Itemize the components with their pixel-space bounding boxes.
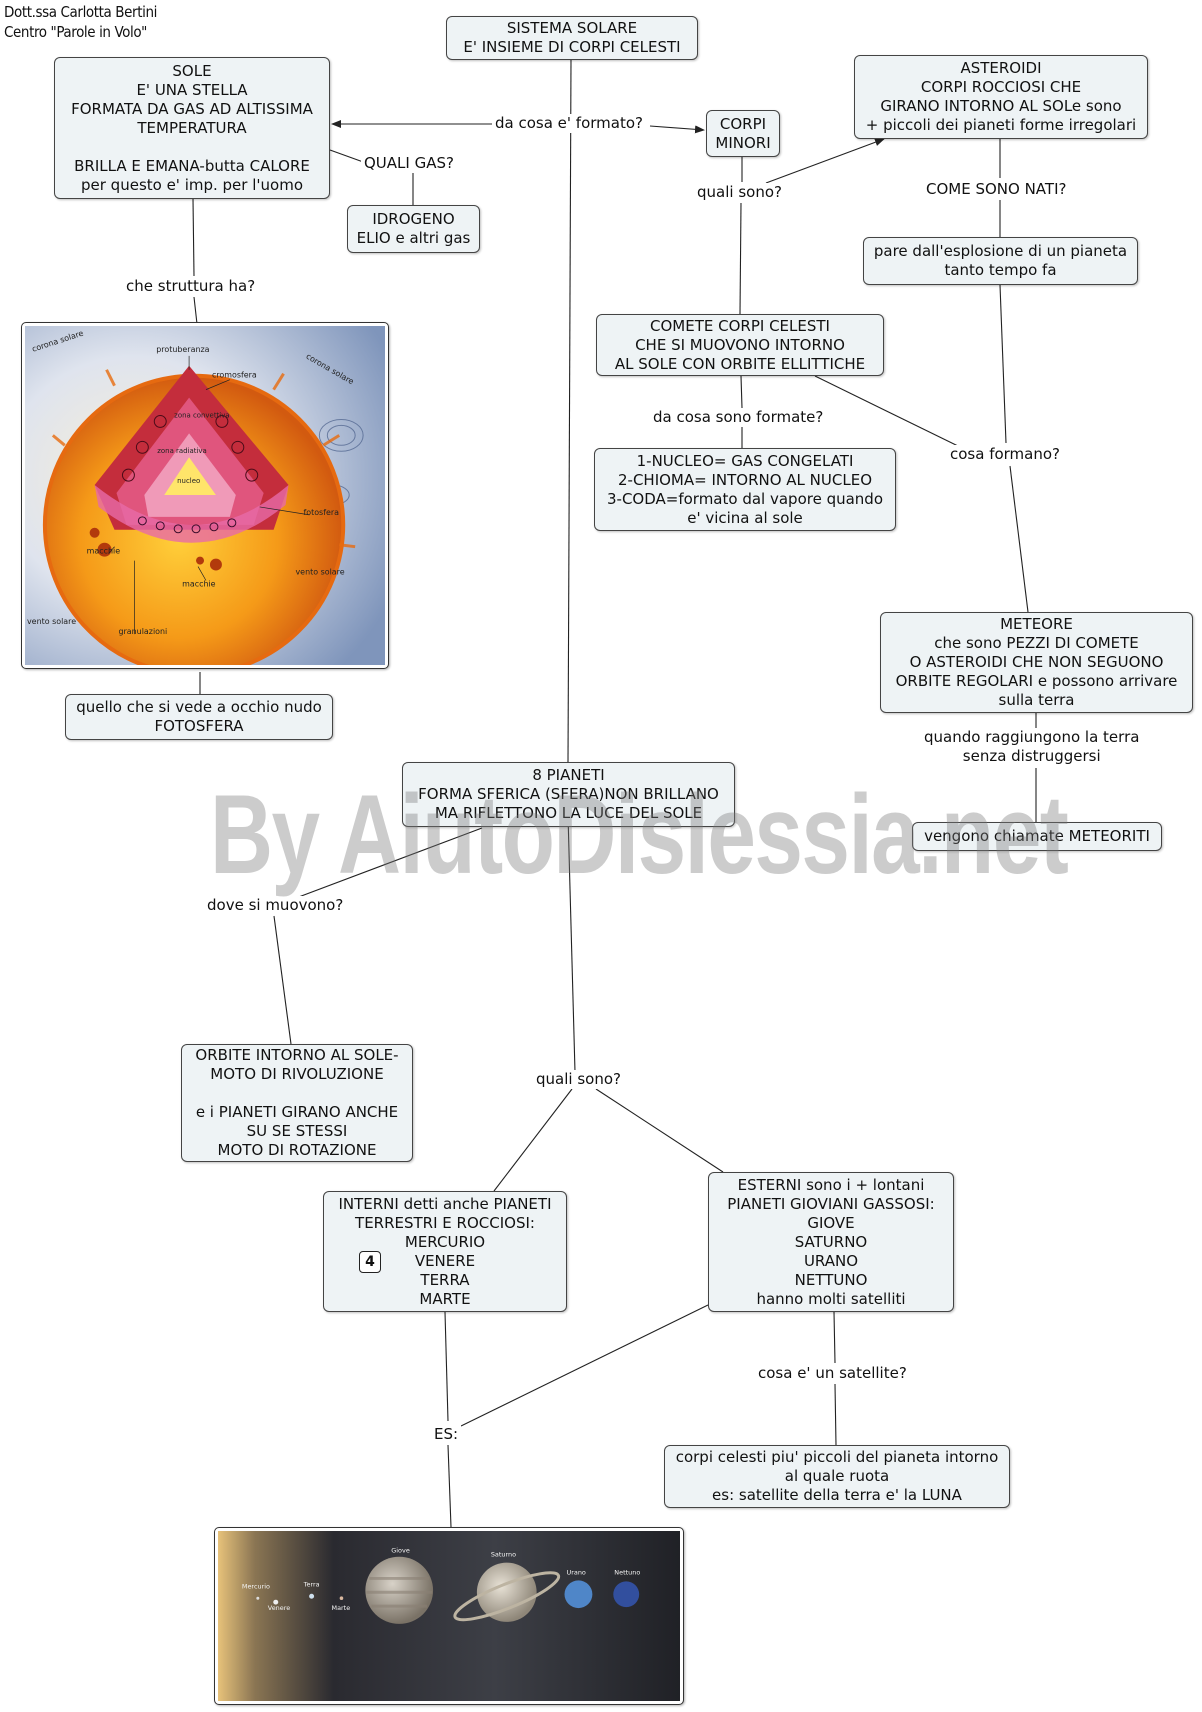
- sun-label-protuberanza: protuberanza: [156, 345, 209, 354]
- label-quali-sono-minori: quali sono?: [694, 183, 785, 202]
- author-name: Dott.ssa Carlotta Bertini: [4, 2, 157, 22]
- node-nucleo-chioma-coda[interactable]: 1-NUCLEO= GAS CONGELATI 2-CHIOMA= INTORN…: [594, 448, 896, 531]
- planet-label-urano: Urano: [566, 1569, 585, 1577]
- node-esplosione-pianeta[interactable]: pare dall'esplosione di un pianeta tanto…: [863, 237, 1138, 285]
- label-da-cosa-sono-formate: da cosa sono formate?: [650, 408, 826, 427]
- node-sole[interactable]: SOLE E' UNA STELLA FORMATA DA GAS AD ALT…: [54, 57, 330, 199]
- node-comete[interactable]: COMETE CORPI CELESTI CHE SI MUOVONO INTO…: [596, 314, 884, 376]
- planet-label-mercurio: Mercurio: [242, 1582, 270, 1590]
- sun-label-vento-solare-r: vento solare: [295, 568, 344, 577]
- sun-label-granulazioni: granulazioni: [118, 627, 167, 636]
- node-meteoriti[interactable]: vengono chiamate METEORITI: [912, 822, 1162, 851]
- node-pianeti-interni[interactable]: INTERNI detti anche PIANETI TERRESTRI E …: [323, 1191, 567, 1312]
- interni-count-badge: 4: [359, 1251, 381, 1273]
- label-dove-si-muovono: dove si muovono?: [204, 896, 346, 915]
- label-che-struttura-ha: che struttura ha?: [123, 277, 258, 296]
- author-center: Centro "Parole in Volo": [4, 22, 157, 42]
- node-asteroidi[interactable]: ASTEROIDI CORPI ROCCIOSI CHE GIRANO INTO…: [854, 55, 1148, 139]
- label-da-cosa-e-formato: da cosa e' formato?: [492, 114, 646, 133]
- node-8-pianeti[interactable]: 8 PIANETI FORMA SFERICA (SFERA)NON BRILL…: [402, 762, 735, 827]
- node-orbite-rivoluzione-rotazione[interactable]: ORBITE INTORNO AL SOLE- MOTO DI RIVOLUZI…: [181, 1044, 413, 1162]
- author-credit: Dott.ssa Carlotta Bertini Centro "Parole…: [4, 2, 157, 42]
- node-meteore[interactable]: METEORE che sono PEZZI DI COMETE O ASTER…: [880, 612, 1193, 713]
- planet-label-marte: Marte: [332, 1604, 351, 1612]
- sun-label-zona-convettiva: zona convettiva: [174, 411, 229, 419]
- label-quali-sono-pianeti: quali sono?: [533, 1070, 624, 1089]
- sun-label-vento-solare-l: vento solare: [27, 617, 76, 626]
- label-come-sono-nati: COME SONO NATI?: [923, 180, 1069, 199]
- label-quali-gas: QUALI GAS?: [361, 154, 457, 173]
- node-sistema-solare[interactable]: SISTEMA SOLARE E' INSIEME DI CORPI CELES…: [446, 16, 698, 60]
- node-satellite[interactable]: corpi celesti piu' piccoli del pianeta i…: [664, 1445, 1010, 1508]
- node-fotosfera[interactable]: quello che si vede a occhio nudo FOTOSFE…: [65, 694, 333, 740]
- planet-label-nettuno: Nettuno: [614, 1569, 640, 1577]
- sun-label-macchie-2: macchie: [182, 579, 216, 588]
- planet-label-giove: Giove: [391, 1547, 410, 1555]
- planet-label-terra: Terra: [303, 1580, 320, 1588]
- sun-structure-image: corona solare corona solare protuberanza…: [21, 322, 389, 669]
- sun-label-cromosfera: cromosfera: [212, 371, 257, 380]
- sun-label-macchie-1: macchie: [87, 547, 121, 556]
- sun-label-fotosfera: fotosfera: [303, 508, 339, 517]
- node-corpi-minori[interactable]: CORPI MINORI: [706, 110, 780, 157]
- planet-label-venere: Venere: [268, 1604, 290, 1612]
- label-quando-raggiungono: quando raggiungono la terra senza distru…: [921, 728, 1142, 766]
- planet-label-saturno: Saturno: [491, 1551, 516, 1559]
- sun-label-zona-radiativa: zona radiativa: [157, 447, 207, 455]
- node-pianeti-esterni[interactable]: ESTERNI sono i + lontani PIANETI GIOVIAN…: [708, 1172, 954, 1312]
- label-es: ES:: [431, 1425, 461, 1444]
- sun-label-nucleo: nucleo: [177, 477, 200, 485]
- label-cosa-formano: cosa formano?: [947, 445, 1063, 464]
- node-idrogeno-elio[interactable]: IDROGENO ELIO e altri gas: [347, 205, 480, 253]
- label-cosa-e-un-satellite: cosa e' un satellite?: [755, 1364, 910, 1383]
- planets-image: Mercurio Venere Terra Marte Giove Saturn…: [214, 1527, 684, 1705]
